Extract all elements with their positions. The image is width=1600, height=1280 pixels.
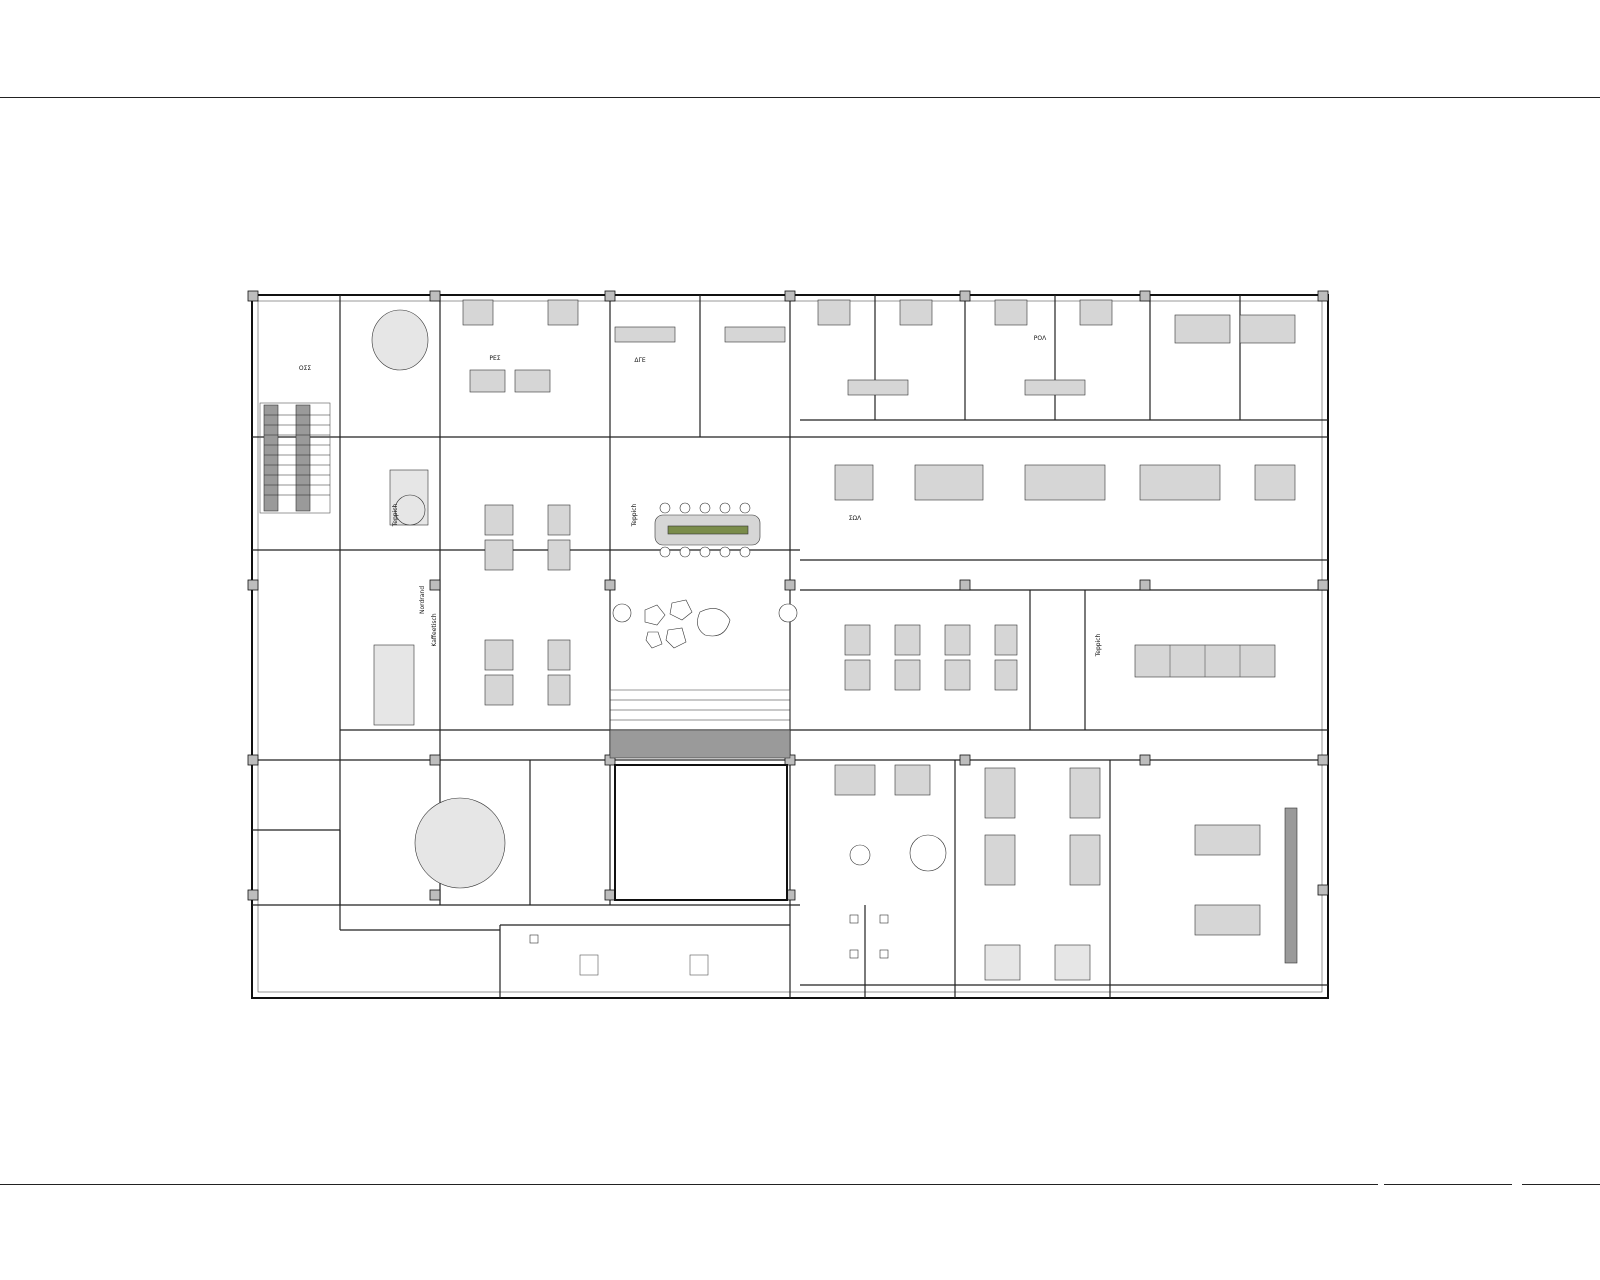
- open-workspace-desks: [484, 504, 1018, 706]
- seating-steps: [609, 689, 791, 759]
- atrium-void: [614, 764, 788, 901]
- lower-desks: [834, 764, 1298, 964]
- room-label: ΣΩΛ: [849, 515, 862, 522]
- rugs: [371, 309, 1091, 981]
- top-office-desks: [462, 299, 1296, 396]
- restrooms: [529, 914, 889, 976]
- top-border-line: [0, 97, 1600, 98]
- escalators: [259, 402, 331, 514]
- lounge-stools: [644, 599, 731, 649]
- bottom-border-line: [0, 1184, 1378, 1185]
- furniture-label: Teppich: [631, 503, 638, 527]
- planters: [612, 603, 947, 872]
- furniture-label: Nordrand: [419, 586, 426, 614]
- row-two-desks: [834, 464, 1296, 501]
- room-labels: ΟΣΣ ΡΕΣ ΔΓΕ ΣΩΛ ΡΟΛ Teppich Teppich Tepp…: [299, 335, 1102, 657]
- furniture-label: Teppich: [392, 503, 399, 527]
- meeting-table: [654, 502, 761, 558]
- room-label: ΡΟΛ: [1034, 335, 1047, 342]
- title-block-line: [1384, 1184, 1512, 1185]
- furniture-label: Kaffeetisch: [431, 613, 438, 646]
- title-block-line-right: [1522, 1184, 1600, 1185]
- room-label: ΡΕΣ: [489, 355, 500, 362]
- furniture-label: Teppich: [1095, 633, 1102, 657]
- columns: [247, 290, 1329, 901]
- room-label: ΟΣΣ: [299, 365, 312, 372]
- room-label: ΔΓΕ: [634, 357, 645, 364]
- conference-table: [1134, 644, 1276, 678]
